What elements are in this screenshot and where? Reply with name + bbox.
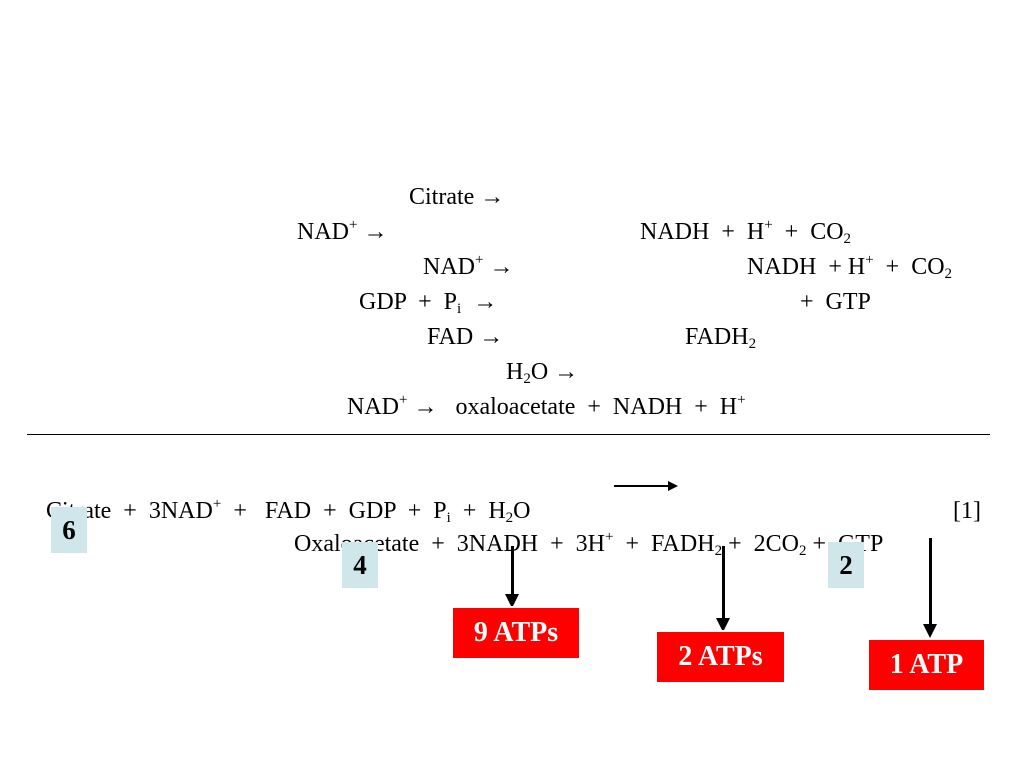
gtp-label: + GTP (800, 289, 871, 315)
step-4-right: + GTP (788, 266, 871, 314)
overall-line-2: Oxaloacetate + 3NADH + 3H+ + FADH2 + 2CO… (282, 508, 883, 559)
step-2-left: NAD+ → (285, 196, 388, 245)
co2-count-box: 2 (828, 542, 864, 588)
nadh-arrow-head (505, 594, 519, 608)
step-7: NAD+ → oxaloacetate + NADH + H+ (335, 371, 746, 420)
overall-reactants-c: + H (450, 498, 506, 524)
nadh-count-box: 4 (342, 542, 378, 588)
water-rest: O → (530, 359, 579, 385)
step-5-left: FAD → (415, 301, 503, 349)
subscript: 2 (843, 231, 852, 247)
step-5-right: FADH2 (673, 301, 757, 352)
nad-label: NAD (347, 394, 399, 420)
nadh-atp-label: 9 ATPs (473, 617, 559, 648)
nadh-atp-box: 9 ATPs (451, 606, 581, 660)
subscript: 2 (748, 336, 757, 352)
gtp-atp-box: 1 ATP (867, 638, 986, 692)
overall-reactants-d: O (513, 498, 531, 524)
step-1-left: Citrate → (397, 161, 504, 209)
charge-sup: + (212, 496, 222, 512)
step-2-right: NADH + H+ + CO2 (628, 196, 852, 247)
charge-sup: + (349, 217, 358, 233)
subscript: 2 (523, 371, 531, 387)
charge-sup: + (475, 252, 484, 268)
nadh-arrow-line (511, 546, 514, 596)
water-h: H (506, 359, 524, 385)
co2-label: + CO (873, 254, 945, 280)
nadh-label: NADH + H (640, 219, 765, 245)
nadh-label: NADH + H (747, 254, 866, 280)
co2-count-value: 2 (839, 549, 853, 580)
nadh-count-value: 4 (353, 549, 367, 580)
oxaloacetate-text: → oxaloacetate + NADH + H (407, 394, 738, 420)
fadh-arrow-line (722, 546, 725, 620)
subscript: 2 (505, 510, 514, 526)
arrow: → (483, 254, 514, 280)
total-steps-value: 6 (62, 514, 76, 545)
nad-label: NAD (423, 254, 475, 280)
overall-products-a: Oxaloacetate + 3NADH + 3H (294, 531, 605, 557)
step-6-left: H2O → (494, 336, 579, 387)
subscript: 2 (944, 266, 953, 282)
overall-reactants-b: + FAD + GDP + P (221, 498, 447, 524)
co2-label: + CO (772, 219, 844, 245)
equation-number-text: [1] (953, 498, 981, 524)
charge-sup: + (865, 252, 874, 268)
nad-label: NAD (297, 219, 349, 245)
arrow: → (461, 289, 498, 315)
step-3-right: NADH + H+ + CO2 (735, 231, 953, 282)
step-4-left: GDP + Pi → (347, 266, 498, 317)
overall-products-c: + 2CO (722, 531, 799, 557)
fadh-arrow-head (716, 618, 730, 632)
subscript: i (446, 510, 451, 526)
subscript: 2 (714, 543, 723, 559)
total-steps-box: 6 (51, 507, 87, 553)
overall-products-b: + FADH (613, 531, 715, 557)
equation-number: [1] (941, 475, 981, 523)
arrow: → (357, 219, 388, 245)
fadh-atp-label: 2 ATPs (678, 641, 763, 672)
divider (27, 434, 990, 435)
gtp-arrow-line (929, 538, 932, 626)
gtp-arrow-head (923, 624, 937, 638)
step-3-left: NAD+ → (411, 231, 514, 280)
reaction-arrow-head (668, 481, 678, 491)
gtp-atp-label: 1 ATP (889, 649, 964, 680)
fadh-atp-box: 2 ATPs (655, 630, 786, 684)
charge-sup: + (737, 392, 746, 408)
charge-sup: + (604, 529, 614, 545)
fad-label: FAD → (427, 324, 504, 350)
fadh-label: FADH (685, 324, 749, 350)
gdp-label: GDP + P (359, 289, 458, 315)
subscript: 2 (798, 543, 807, 559)
subscript: i (457, 301, 462, 317)
charge-sup: + (764, 217, 773, 233)
reaction-arrow-line (614, 485, 674, 487)
step-1-text: Citrate → (409, 184, 505, 210)
charge-sup: + (399, 392, 408, 408)
